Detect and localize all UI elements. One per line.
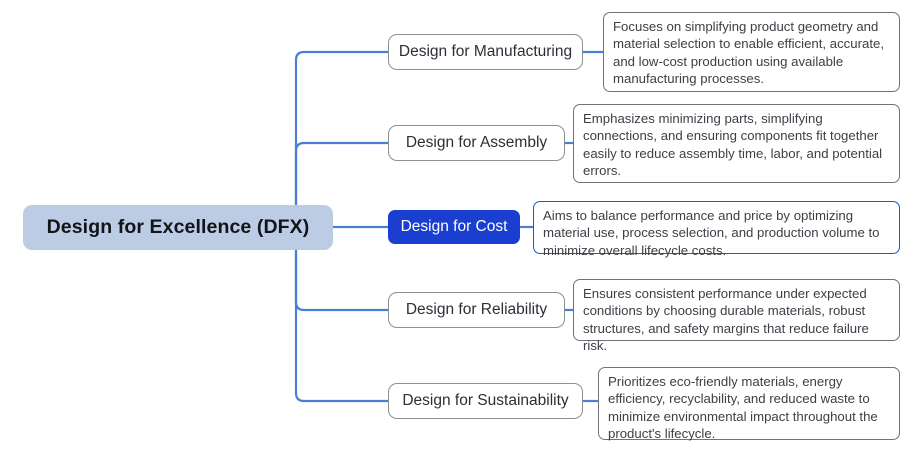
branch-label-design-for-assembly[interactable]: Design for Assembly (388, 125, 565, 161)
branch-description-design-for-assembly: Emphasizes minimizing parts, simplifying… (573, 104, 900, 183)
branch-label-text: Design for Cost (400, 218, 508, 235)
branch-label-text: Design for Manufacturing (398, 43, 573, 60)
branch-label-text: Design for Reliability (405, 301, 548, 318)
branch-label-text: Design for Sustainability (402, 392, 569, 409)
branch-label-design-for-cost[interactable]: Design for Cost (388, 210, 520, 244)
branch-description-design-for-cost: Aims to balance performance and price by… (533, 201, 900, 258)
branch-description-text: Focuses on simplifying product geometry … (613, 19, 884, 87)
branch-description-text: Emphasizes minimizing parts, simplifying… (583, 111, 883, 179)
branch-label-design-for-manufacturing[interactable]: Design for Manufacturing (388, 34, 583, 70)
branch-description-text: Aims to balance performance and price by… (543, 208, 880, 258)
root-node[interactable]: Design for Excellence (DFX) (23, 205, 333, 250)
branch-label-design-for-sustainability[interactable]: Design for Sustainability (388, 383, 583, 419)
branch-description-design-for-reliability: Ensures consistent performance under exp… (573, 279, 900, 353)
branch-description-text: Prioritizes eco-friendly materials, ener… (608, 374, 878, 442)
branch-description-text: Ensures consistent performance under exp… (583, 286, 869, 354)
branch-description-design-for-manufacturing: Focuses on simplifying product geometry … (603, 12, 900, 92)
branch-label-text: Design for Assembly (405, 134, 548, 151)
branch-description-design-for-sustainability: Prioritizes eco-friendly materials, ener… (598, 367, 900, 442)
branch-label-design-for-reliability[interactable]: Design for Reliability (388, 292, 565, 328)
root-node-label: Design for Excellence (DFX) (46, 216, 310, 238)
